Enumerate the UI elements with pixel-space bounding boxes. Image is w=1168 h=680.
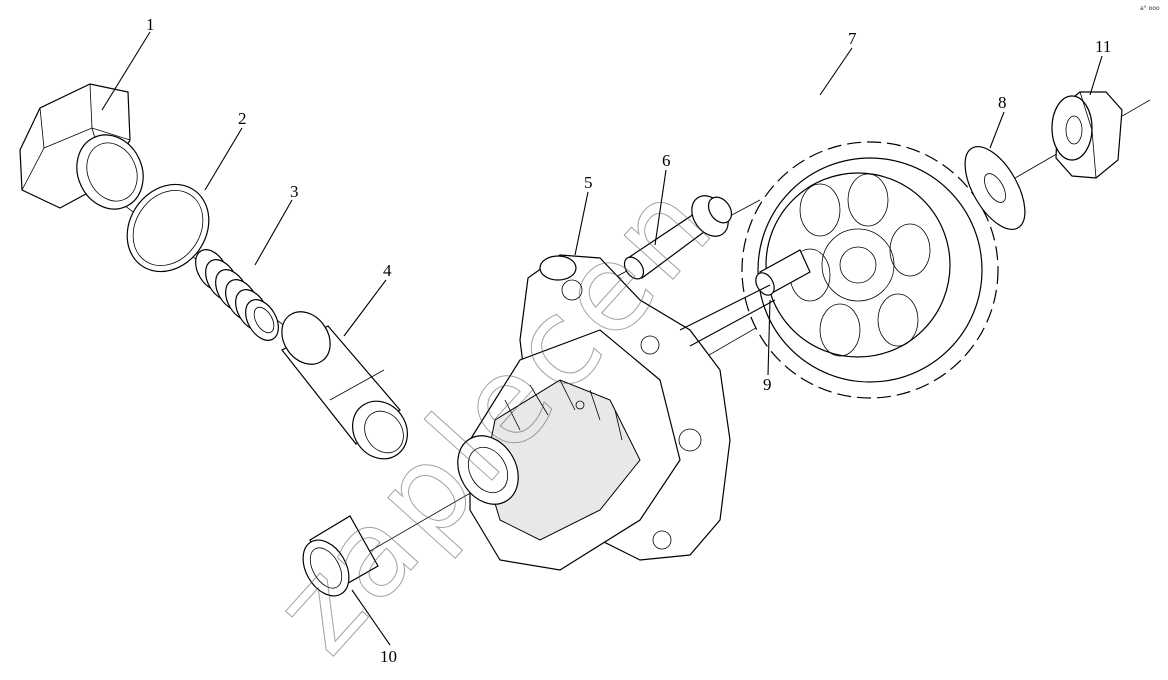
callout-1: 1 — [146, 15, 155, 34]
callout-8: 8 — [998, 93, 1007, 112]
callout-9: 9 — [763, 375, 772, 394]
bushing-part — [302, 515, 379, 597]
callout-11: 11 — [1095, 37, 1111, 56]
callout-3: 3 — [290, 182, 299, 201]
callout-labels: 1 2 3 4 5 6 7 8 9 10 11 — [146, 15, 1111, 666]
callout-6: 6 — [662, 151, 671, 170]
washer-part — [964, 146, 1026, 230]
shaft-pin-part — [679, 249, 811, 347]
drive-gear-part — [741, 141, 999, 399]
sealing-ring-part — [126, 183, 210, 273]
callout-2: 2 — [238, 109, 247, 128]
spring-part — [195, 249, 279, 341]
callout-5: 5 — [584, 173, 593, 192]
leader-lines — [101, 31, 1103, 646]
callout-7: 7 — [848, 29, 857, 48]
flange-nut-part — [1051, 91, 1123, 179]
hex-plug-part — [19, 83, 144, 210]
guide-pin-part — [623, 195, 733, 280]
pump-housing-part — [457, 254, 731, 571]
valve-piston-part — [281, 311, 408, 460]
corner-mark: a° ooo — [1140, 5, 1160, 12]
callout-4: 4 — [383, 261, 392, 280]
callout-10: 10 — [380, 647, 397, 666]
